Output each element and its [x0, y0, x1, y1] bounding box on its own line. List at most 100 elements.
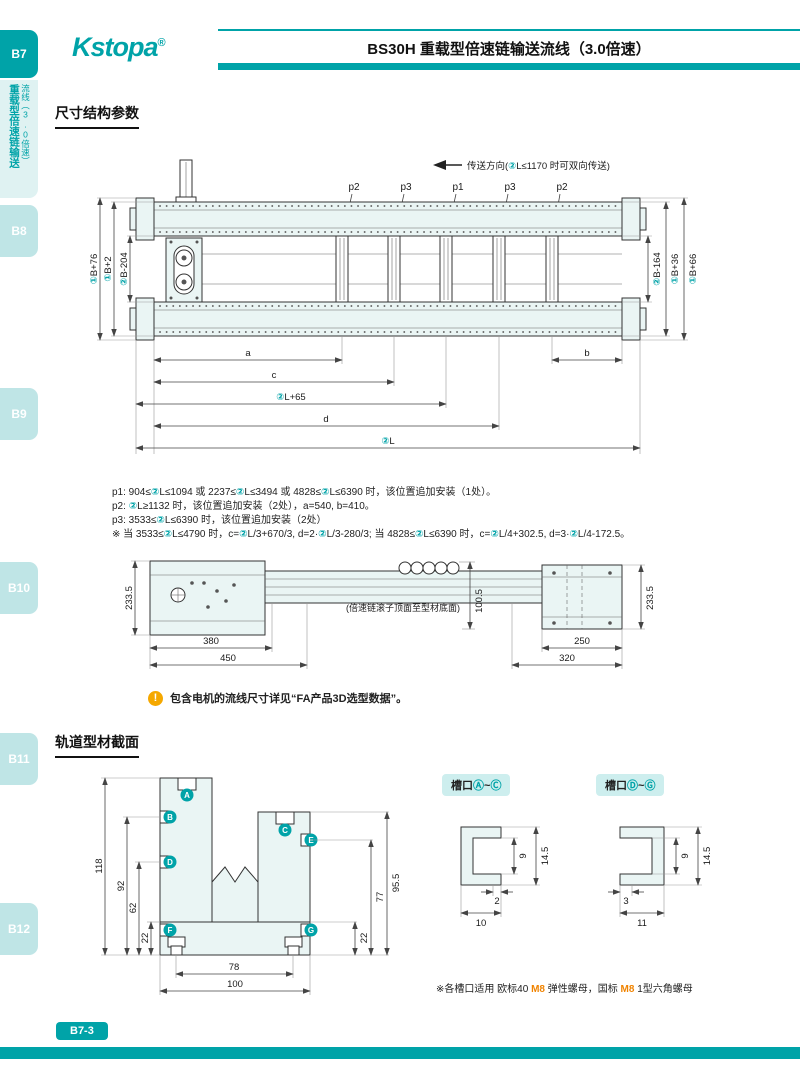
side-view-drawing: 233.5 233.5 100.5 (倍速链滚子顶面至型材底面) 380 450…	[124, 560, 656, 669]
dim-320: 320	[559, 653, 575, 664]
dim-100-5: 100.5	[474, 589, 485, 613]
direction-arrow	[433, 160, 462, 170]
dim-slot-dg-3: 3	[623, 896, 628, 907]
point-label-p2-right: p2	[556, 182, 568, 193]
footer-bar	[0, 1047, 800, 1059]
sidebar-vertical-title: 重载型倍速链输送	[8, 84, 20, 168]
page-number-badge: B7-3	[56, 1022, 108, 1040]
slot-ac-shape	[460, 826, 502, 886]
dim-380: 380	[203, 636, 219, 647]
dim-a: a	[245, 348, 251, 359]
dim-250: 250	[574, 636, 590, 647]
cross-member	[492, 235, 506, 303]
dim-c: c	[272, 370, 277, 381]
cross-member	[335, 235, 349, 303]
dim-62: 62	[128, 903, 139, 914]
brand-logo: Kstopa®	[72, 32, 166, 63]
slot-letter-a: A	[184, 791, 190, 800]
sidebar-vertical-subtitle: 流线（3.0倍速）	[20, 84, 31, 165]
dim-d: d	[323, 414, 328, 425]
dim-b-plus-2: ①B+2	[103, 256, 114, 281]
point-label-p1: p1	[452, 182, 464, 193]
sidebar-tab-b9[interactable]: B9	[0, 388, 38, 440]
cross-member	[387, 235, 401, 303]
dim-118: 118	[94, 858, 105, 873]
dim-450: 450	[220, 653, 236, 664]
slot-dg-shape	[619, 826, 665, 886]
side-view-dimensions: 233.5 233.5 100.5 (倍速链滚子顶面至型材底面) 380 450…	[124, 560, 656, 669]
slot-dg-dimensions: 9 14.5 3 11	[608, 826, 713, 929]
cross-member	[545, 235, 559, 303]
motor-note-text: 包含电机的流线尺寸详见“FA产品3D选型数据”。	[170, 693, 408, 705]
bottom-rail	[129, 297, 647, 341]
tab-label: B8	[11, 224, 27, 238]
installation-notes: p1: 904≤②L≤1094 或 2237≤②L≤3494 或 4828≤②L…	[112, 486, 712, 542]
chain-rollers	[398, 561, 460, 575]
slot-letter-markers: A B C D E F G	[163, 788, 318, 937]
top-rail	[129, 197, 647, 241]
dim-22-left: 22	[140, 933, 151, 944]
dim-b-plus-76: ①B+76	[89, 254, 100, 285]
dim-l: ②L	[381, 436, 394, 447]
slot-letter-d: D	[167, 858, 173, 867]
guide-rails	[200, 253, 622, 285]
cross-members	[335, 235, 559, 303]
roller-face-note: (倍速链滚子顶面至型材底面)	[346, 602, 460, 613]
section-heading-dimensions: 尺寸结构参数	[55, 103, 139, 129]
sidebar-tab-b8[interactable]: B8	[0, 205, 38, 257]
note-formula: ※ 当 3533≤②L≤4790 时，c=②L/3+670/3, d=2·②L/…	[112, 529, 631, 540]
tab-label: B7	[11, 47, 27, 61]
right-dimensions: ②B-164 ①B+36 ①B+66	[622, 197, 699, 341]
sensor-bracket	[175, 159, 197, 203]
dim-77: 77	[375, 892, 386, 903]
point-label-p3-right: p3	[504, 182, 516, 193]
brand-logo-text: Kstopa	[72, 32, 159, 62]
note-p1: p1: 904≤②L≤1094 或 2237≤②L≤3494 或 4828≤②L…	[112, 487, 497, 498]
sidebar-tab-b7[interactable]: B7	[0, 30, 38, 78]
sidebar-section-caption: 重载型倍速链输送 流线（3.0倍速）	[0, 80, 38, 198]
profile-left-dimensions: 118 92 62 22	[94, 777, 160, 956]
direction-note: 传送方向(②L≤1170 时可双向传送)	[467, 160, 610, 172]
dim-slot-dg-9: 9	[680, 853, 691, 858]
cross-member	[439, 235, 453, 303]
dim-b-minus-164: ②B-164	[652, 252, 663, 285]
profile-right-dimensions: 22 77 95.5	[310, 811, 402, 956]
right-end-block	[541, 564, 623, 630]
dim-78: 78	[229, 962, 240, 973]
warning-icon: !	[148, 690, 163, 706]
left-end-block	[149, 560, 266, 636]
slot-letter-b: B	[167, 813, 173, 822]
dim-b-minus-204: ②B-204	[119, 252, 130, 285]
profile-body	[159, 777, 311, 956]
point-label-p3-left: p3	[400, 182, 412, 193]
page-title: BS30H 重载型倍速链输送流线（3.0倍速）	[367, 41, 651, 58]
motor-unit	[165, 237, 203, 303]
dim-233-5-left: 233.5	[124, 586, 135, 610]
slot-ac-title: 槽口Ⓐ~Ⓒ	[442, 774, 511, 796]
header-rule-top	[218, 29, 800, 31]
note-p2: p2: ②L≥1132 时，该位置追加安装（2处），a=540, b=410。	[112, 501, 375, 512]
tab-label: B11	[8, 752, 30, 766]
dim-l-plus-65: ②L+65	[276, 392, 305, 403]
dim-233-5-right: 233.5	[645, 586, 656, 610]
sidebar-tab-b12[interactable]: B12	[0, 903, 38, 955]
dim-slot-dg-11: 11	[637, 918, 647, 929]
sidebar-tab-b10[interactable]: B10	[0, 562, 38, 614]
profile-cross-section: A B C D E F G 118 92 62 22	[94, 777, 402, 995]
tab-label: B12	[7, 922, 30, 936]
dim-95-5: 95.5	[391, 874, 402, 893]
dim-100: 100	[227, 979, 243, 990]
slot-dg-drawing: 9 14.5 3 11	[608, 826, 713, 929]
slot-letter-f: F	[168, 926, 173, 935]
slot-letter-e: E	[308, 836, 314, 845]
dim-92: 92	[116, 881, 127, 892]
slot-letter-g: G	[308, 926, 314, 935]
dim-b-plus-36: ①B+36	[670, 254, 681, 285]
dim-slot-ac-10: 10	[476, 918, 487, 929]
dim-slot-dg-14-5: 14.5	[702, 847, 713, 866]
motor-dimension-note: ! 包含电机的流线尺寸详见“FA产品3D选型数据”。	[148, 690, 407, 706]
sidebar-tab-b11[interactable]: B11	[0, 733, 38, 785]
left-dimensions: ①B+76 ①B+2 ②B-204	[89, 197, 154, 341]
dim-22-right: 22	[359, 933, 370, 944]
dim-slot-ac-9: 9	[518, 853, 529, 858]
